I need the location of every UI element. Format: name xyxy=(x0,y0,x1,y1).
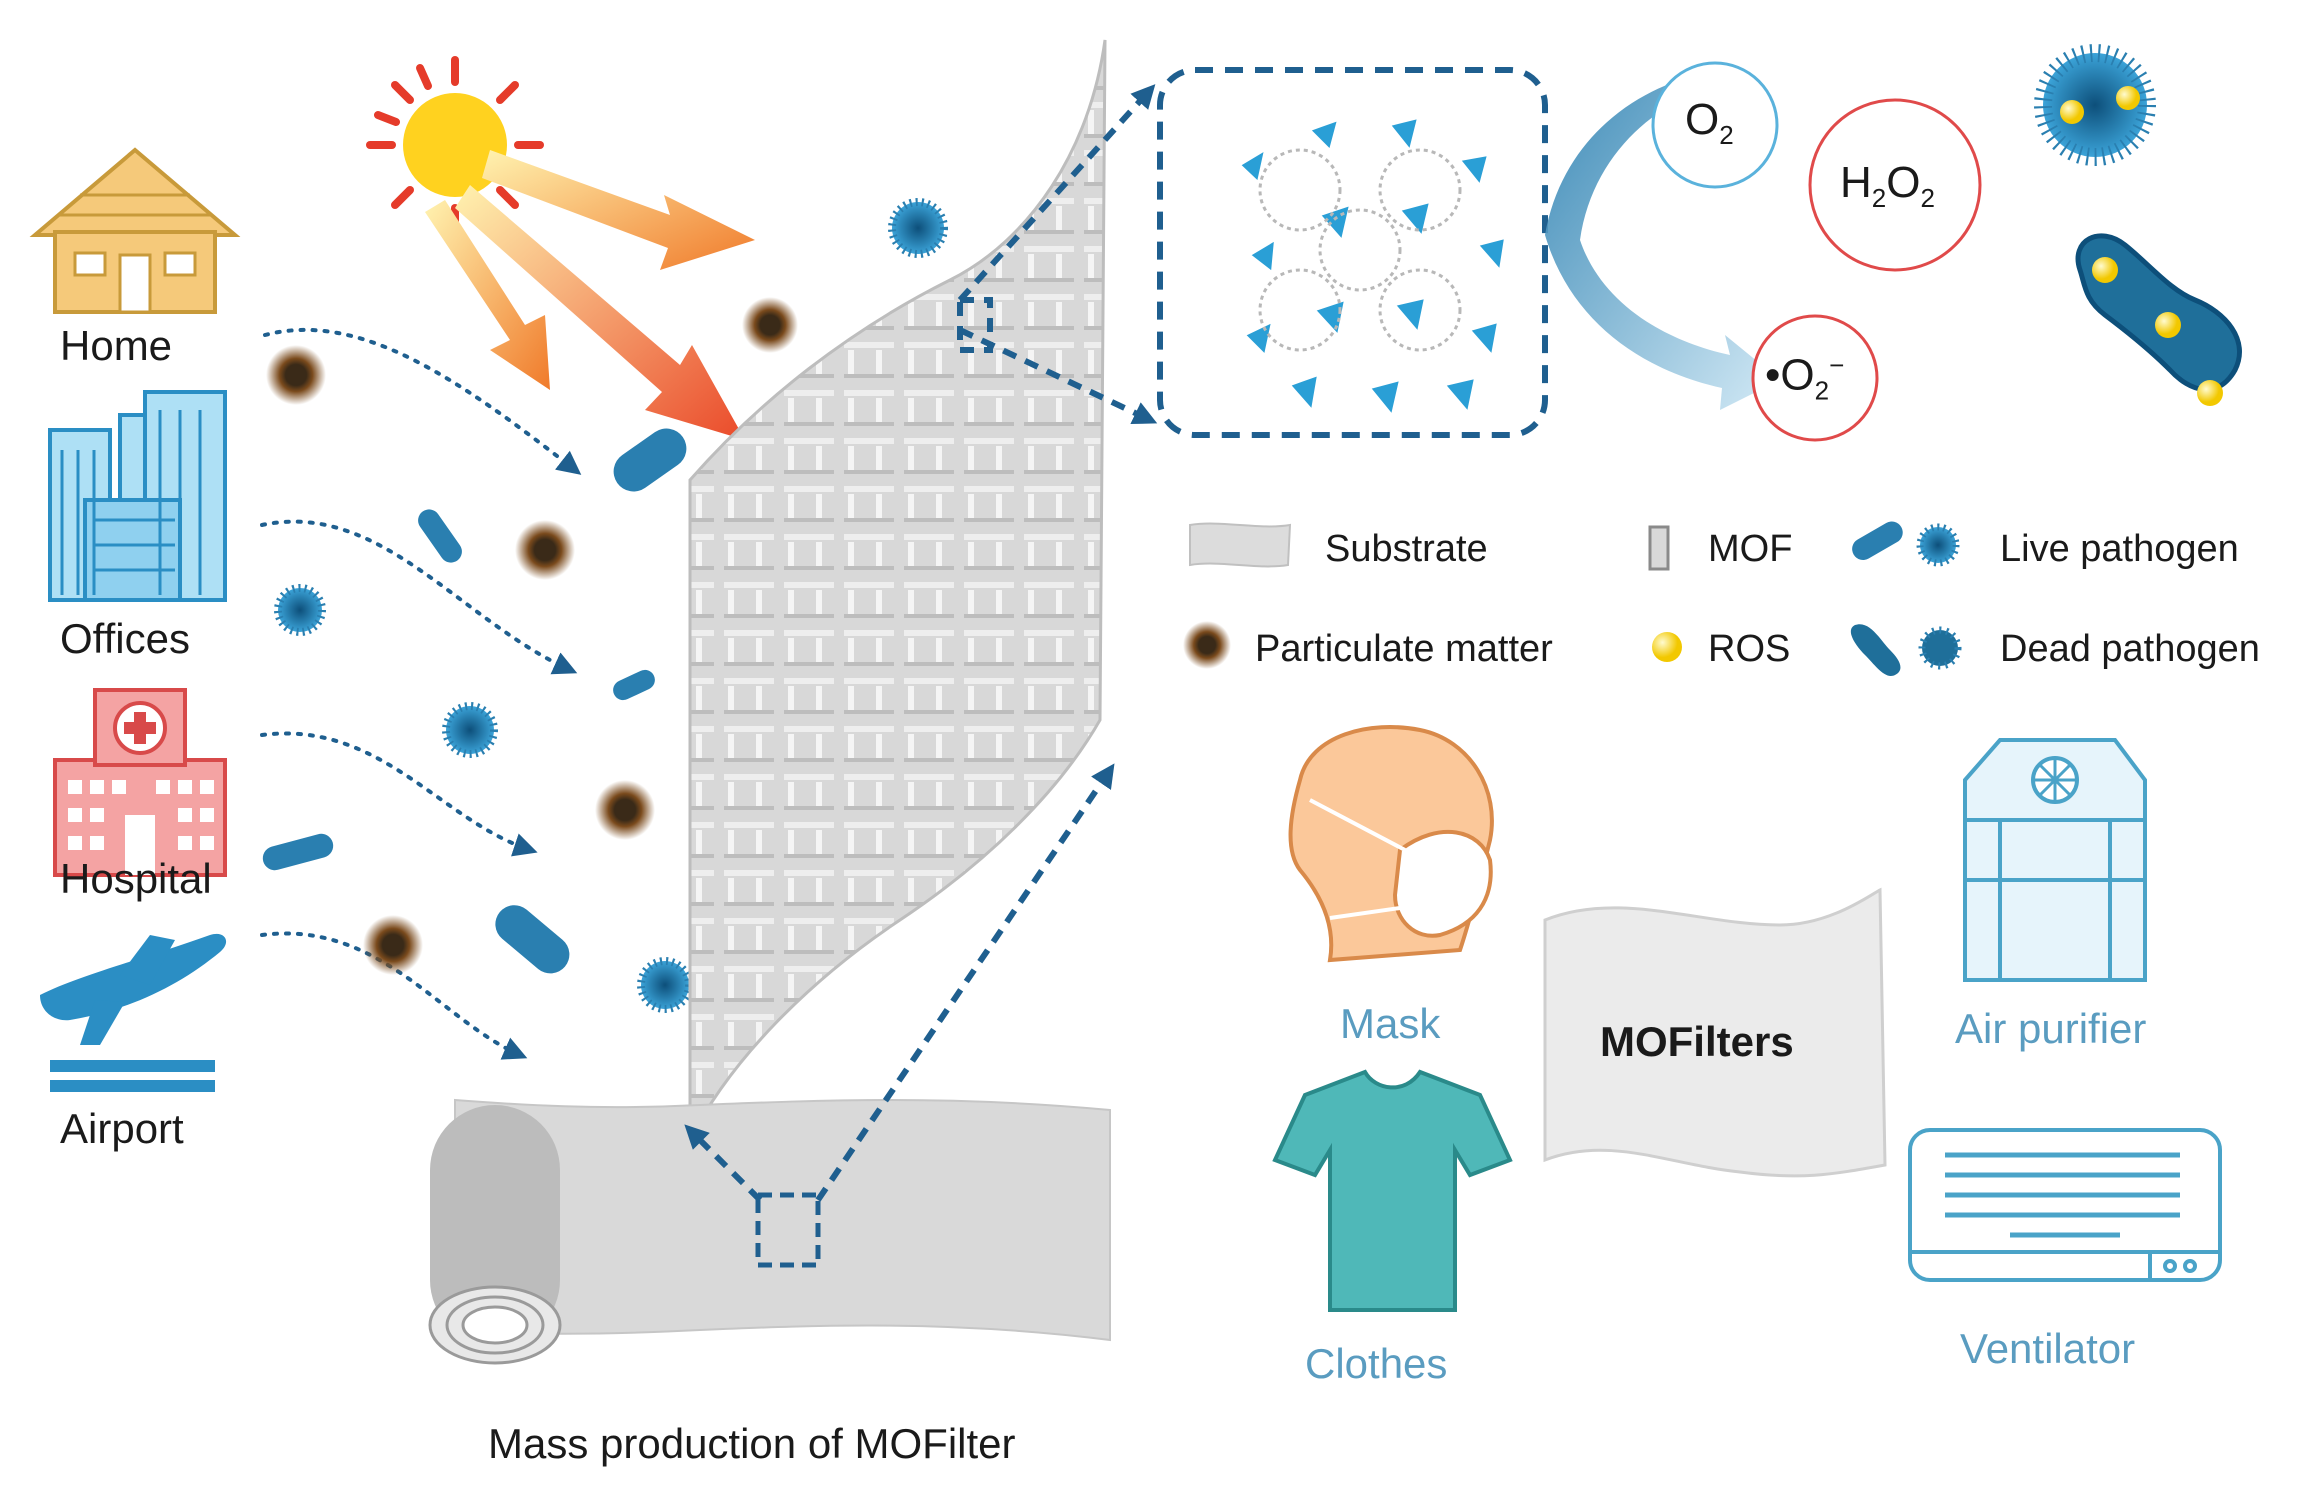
superoxide-o: O xyxy=(1780,350,1815,400)
superoxide-label: •O2− xyxy=(1765,350,1844,406)
legend-label-particulate-matter: Particulate matter xyxy=(1255,628,1553,670)
home-icon xyxy=(29,147,241,314)
offices-icon xyxy=(48,390,227,602)
mofilters-sheet xyxy=(1543,887,1887,1178)
h2o2-circle xyxy=(1808,98,1982,272)
location-label-hospital: Hospital xyxy=(60,855,212,902)
mofilter-sheet xyxy=(688,39,1107,1141)
dead-pathogen-bacteria-icon xyxy=(2075,233,2242,406)
particulate-matter-particles xyxy=(266,297,798,975)
substrate-roll xyxy=(428,1098,1111,1365)
hospital-icon xyxy=(53,688,227,877)
application-label-air-purifier: Air purifier xyxy=(1955,1005,2147,1052)
o2-circle xyxy=(1651,61,1779,189)
legend-live-pathogen-swatch xyxy=(1852,521,1960,567)
h2o2-label: H2O2 xyxy=(1840,158,1935,214)
dead-pathogen-virus-icon xyxy=(2034,44,2156,166)
application-label-clothes: Clothes xyxy=(1305,1340,1448,1387)
legend-particulate-matter-swatch xyxy=(1183,621,1231,669)
airflow-arrows xyxy=(260,327,582,1060)
application-label-mofilters: MOFilters xyxy=(1600,1018,1794,1065)
air-purifier-icon xyxy=(1963,738,2147,982)
h2o2-h: H xyxy=(1840,158,1872,207)
location-label-offices: Offices xyxy=(60,615,190,662)
o2-symbol: O xyxy=(1685,95,1720,144)
ros-generation-arrow xyxy=(1545,80,1780,410)
legend-label-ros: ROS xyxy=(1708,628,1791,670)
sunlight-rays xyxy=(425,150,755,440)
application-label-mask: Mask xyxy=(1340,1000,1441,1047)
legend-dead-pathogen-swatch xyxy=(1850,624,1962,676)
superoxide-dot: • xyxy=(1765,350,1781,400)
legend-label-mof: MOF xyxy=(1708,528,1793,570)
airflow-arrow-3 xyxy=(260,731,538,857)
application-label-ventilator: Ventilator xyxy=(1960,1325,2136,1372)
h2o2-o: O xyxy=(1886,158,1921,207)
o2-subscript: 2 xyxy=(1719,119,1734,150)
airplane-icon xyxy=(40,933,227,1092)
mask-icon xyxy=(1288,725,1494,963)
airflow-arrow-2 xyxy=(260,519,578,675)
caption-mass-production: Mass production of MOFilter xyxy=(488,1420,1016,1467)
airflow-arrow-1 xyxy=(263,327,582,475)
location-label-airport: Airport xyxy=(60,1105,184,1152)
ventilator-icon xyxy=(1908,1128,2222,1282)
legend-label-substrate: Substrate xyxy=(1325,528,1488,570)
legend-label-dead-pathogen: Dead pathogen xyxy=(2000,628,2260,670)
legend-mof-swatch xyxy=(1648,525,1670,571)
sun-icon xyxy=(366,56,544,234)
location-label-home: Home xyxy=(60,322,173,369)
h2o2-sub-1: 2 xyxy=(1871,182,1887,213)
superoxide-sub: 2 xyxy=(1814,375,1830,406)
legend-substrate-swatch xyxy=(1189,522,1292,568)
clothes-icon xyxy=(1272,1069,1513,1312)
mof-structure-box xyxy=(1157,67,1548,438)
legend-ros-swatch xyxy=(1652,632,1682,662)
superoxide-circle xyxy=(1751,314,1879,442)
superoxide-sup: − xyxy=(1829,350,1845,380)
live-pathogen-particles xyxy=(262,198,948,1013)
h2o2-sub-2: 2 xyxy=(1920,182,1935,213)
zoom-arrows xyxy=(684,84,1158,1203)
legend-label-live-pathogen: Live pathogen xyxy=(2000,528,2239,570)
o2-label: O2 xyxy=(1685,95,1734,151)
